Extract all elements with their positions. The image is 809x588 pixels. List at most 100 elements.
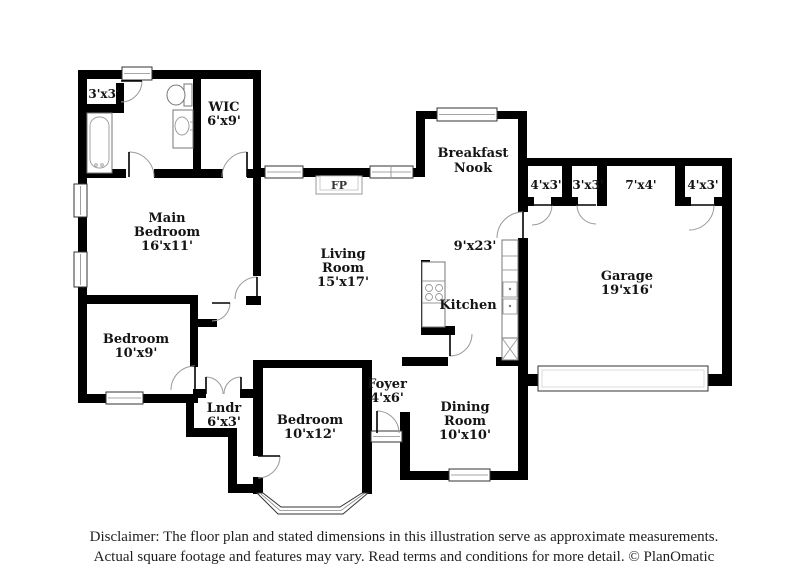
door-bedroom-3	[257, 455, 281, 479]
fixl-shape	[435, 293, 443, 301]
wall-shape	[597, 166, 607, 206]
door-garage-entry	[496, 211, 524, 239]
wall-shape	[518, 158, 732, 166]
wall-shape	[190, 319, 217, 327]
kitchen-counter-left	[421, 261, 446, 328]
wall-shape	[78, 70, 87, 403]
window	[105, 391, 144, 405]
door-closet-b	[576, 204, 597, 225]
wall-shape	[78, 104, 124, 113]
bathtub	[86, 112, 113, 174]
arc-shape	[170, 365, 196, 391]
room-label-main-bedroom-dims: 16'x11'	[141, 239, 193, 254]
room-label-kitchen: Kitchen	[439, 298, 497, 313]
fixl-shape	[502, 281, 518, 298]
room-label-foyer-dims: 4'x6'	[370, 391, 404, 406]
wall-shape	[685, 197, 691, 206]
wall-shape	[402, 357, 448, 366]
door-hall-closet	[211, 302, 231, 322]
wall-shape	[193, 70, 201, 178]
fix-shape	[166, 84, 186, 106]
arc-shape	[576, 204, 597, 225]
bathroom-sink	[172, 109, 194, 149]
wall-shape	[190, 327, 198, 367]
wall-shape	[186, 428, 237, 437]
wall-shape	[421, 326, 455, 335]
circle-shape	[508, 287, 512, 291]
closet-d-label: 4'x3'	[687, 178, 718, 192]
disclaimer-line-2: Actual square footage and features may v…	[94, 549, 715, 565]
arc-shape	[376, 410, 400, 434]
room-label-bedroom-2-name: Bedroom	[103, 332, 170, 347]
wall-shape	[551, 197, 562, 206]
rect-shape	[541, 369, 705, 388]
room-label-main-bedroom-2: Bedroom	[134, 225, 201, 240]
room-label-laundry-dims: 6'x3'	[207, 415, 241, 430]
window	[369, 165, 414, 179]
room-label-main-bedroom-1: Main	[148, 211, 186, 226]
room-label-dining-1: Dining	[440, 400, 489, 415]
door-bedroom-2	[170, 365, 196, 391]
wall-shape	[675, 166, 685, 206]
door-kitchen	[449, 333, 473, 357]
door-closet-a	[531, 204, 553, 226]
wall-shape	[496, 357, 518, 366]
door-wic	[221, 151, 248, 178]
wall-shape	[78, 70, 261, 79]
window	[448, 468, 491, 482]
disclaimer: Disclaimer: The floor plan and stated di…	[90, 529, 719, 565]
pantry-cabinet	[501, 337, 519, 361]
window	[73, 251, 88, 288]
wall-shape	[518, 374, 542, 386]
fix-shape	[421, 261, 446, 328]
disclaimer-line-1: Disclaimer: The floor plan and stated di…	[90, 529, 719, 545]
closet-a-label: 4'x3'	[530, 178, 561, 192]
wall-shape	[722, 158, 732, 386]
door-closet-top-left	[120, 80, 143, 103]
wall-shape	[186, 403, 194, 437]
kitchen-counter-right	[501, 239, 519, 339]
stove	[425, 284, 443, 301]
arc-shape	[531, 204, 553, 226]
room-label-wic-dims: 6'x9'	[207, 114, 241, 129]
fixl-shape	[100, 163, 104, 167]
door-main-bedroom	[234, 276, 258, 300]
door-laundry-bifold	[205, 376, 242, 395]
wall-shape	[253, 168, 425, 177]
wall-shape	[518, 166, 528, 212]
wall-shape	[240, 389, 254, 398]
door-bathroom	[128, 151, 155, 178]
wall-shape	[154, 169, 223, 178]
fixl-shape	[501, 337, 519, 361]
window	[73, 183, 88, 218]
wall-shape	[518, 111, 527, 158]
room-label-living-room-2: Room	[322, 261, 364, 276]
wall-shape	[228, 437, 237, 488]
winl-shape	[259, 492, 366, 511]
room-label-breakfast-nook-1: Breakfast	[438, 146, 509, 161]
room-label-living-room-dims: 15'x17'	[317, 275, 369, 290]
room-label-bedroom-3-name: Bedroom	[277, 413, 344, 428]
garage-door	[537, 365, 709, 392]
room-label-breakfast-nook-2: Nook	[454, 161, 493, 176]
fireplace	[315, 175, 363, 195]
wall-shape	[416, 111, 425, 176]
room-label-laundry-name: Lndr	[207, 401, 242, 416]
wall-shape	[528, 197, 534, 206]
wall-shape	[116, 83, 124, 111]
arc-shape	[496, 211, 524, 239]
wall-shape	[253, 360, 263, 456]
wall-shape	[572, 197, 578, 206]
arc-shape	[234, 276, 258, 300]
wall-shape	[253, 477, 263, 494]
fixl-shape	[502, 298, 518, 315]
arc-shape	[120, 80, 143, 103]
fixl-shape	[435, 284, 443, 292]
front-door	[376, 410, 400, 434]
wall-shape	[518, 238, 528, 362]
room-label-closet-top-left: 3'x3'	[88, 87, 119, 101]
wall-shape	[362, 360, 372, 494]
arc-shape	[128, 151, 155, 178]
hallway-dims-label: 9'x23'	[454, 239, 497, 254]
